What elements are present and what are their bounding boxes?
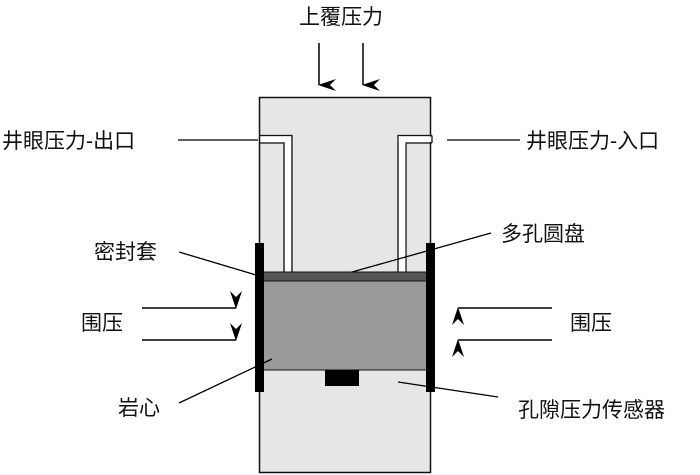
leader-porous-disk [351,232,492,273]
label-wellbore-outlet: 井眼压力-出口 [2,129,135,153]
label-wellbore-inlet: 井眼压力-入口 [526,129,659,153]
rock-core [261,280,428,371]
porous-disk [261,271,428,282]
label-confining-pressure-left: 围压 [81,311,123,335]
label-porous-disk: 多孔圆盘 [501,222,585,246]
label-overburden-pressure: 上覆压力 [299,5,383,29]
outlet-pipe [259,134,293,272]
sealing-sleeve-right [426,243,435,392]
sealing-sleeve-left [255,243,264,392]
label-rock-core: 岩心 [118,396,160,420]
leader-rock-core [178,358,273,404]
leader-sealing-sleeve [178,251,257,276]
leader-pore-pressure-sensor [397,381,499,398]
label-pore-pressure-sensor: 孔隙压力传感器 [518,398,665,422]
inlet-pipe [397,134,433,272]
label-confining-pressure-right: 围压 [570,311,612,335]
label-sealing-sleeve: 密封套 [94,240,157,264]
pore-pressure-sensor [325,370,359,386]
